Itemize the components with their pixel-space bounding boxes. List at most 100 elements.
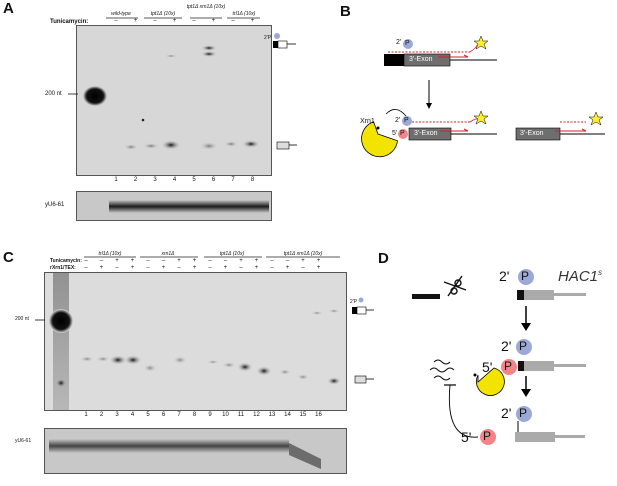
panel-d-gene-label: HAC1s: [558, 268, 602, 285]
panel-c-tunicamycin-6: –: [161, 258, 166, 264]
panel-c-lane-6: 6: [161, 412, 166, 418]
panel-a-treatment-1: –: [114, 18, 118, 24]
panel-a-letter: A: [3, 0, 14, 17]
panel-b-p-top: P: [405, 40, 410, 47]
panel-c-rxrn1-2: +: [99, 265, 104, 271]
panel-d-5prime-mid: 5': [482, 359, 493, 375]
panel-c-tunicamycin-2: –: [99, 258, 104, 264]
panel-c-rxrn1-label: rXrn1/TEX:: [50, 265, 76, 271]
panel-c-lane-8: 8: [192, 412, 197, 418]
panel-c-group-tpt1-xrn1: tpt1Δ xrn1Δ (10x): [283, 251, 323, 257]
panel-c-rxrn1-8: +: [192, 265, 197, 271]
panel-c-loading-control-label: yU6-61: [15, 438, 32, 444]
panel-c-rxrn1-16: +: [316, 265, 321, 271]
panel-c-lane-9: 9: [208, 412, 212, 418]
panel-a-lane-6: 6: [211, 177, 216, 183]
panel-d-2prime-top: 2': [499, 268, 510, 284]
panel-d-p-mid: P: [519, 339, 528, 353]
panel-c-gel: [44, 272, 347, 411]
panel-c-lane-5: 5: [146, 412, 150, 418]
panel-c-tunicamycin-15: +: [301, 258, 305, 264]
panel-c-lane-14: 14: [284, 412, 291, 418]
panel-c-rxrn1-3: –: [115, 265, 119, 271]
panel-c-lane-16: 16: [315, 412, 322, 418]
panel-b-2prime-bottom: 2': [395, 117, 401, 124]
panel-d-p-top: P: [521, 269, 530, 283]
panel-a-loading-bands: [109, 200, 269, 213]
panel-a-group-trl1: trl1Δ (10x): [232, 11, 256, 17]
panel-c-rxrn1-10: +: [223, 265, 228, 271]
panel-a-lane-2: 2: [133, 177, 138, 183]
panel-b-5p: P: [400, 130, 405, 137]
panel-b-exon-bottom-right: 3'-Exon: [520, 130, 544, 137]
panel-d-p-bottom: P: [519, 406, 528, 420]
panel-c-rxrn1-6: +: [161, 265, 166, 271]
panel-c-size-marker: 200 nt: [15, 316, 29, 322]
panel-c-rxrn1-4: +: [130, 265, 135, 271]
panel-a-2p-label: 2'P: [264, 35, 272, 41]
panel-c-lane-3: 3: [115, 412, 119, 418]
panel-a-lane-8: 8: [250, 177, 255, 183]
panel-c-tunicamycin-13: –: [270, 258, 274, 264]
panel-b-p-bottom: P: [404, 117, 409, 124]
panel-c-tunicamycin-8: +: [192, 258, 197, 264]
panel-d-2prime-bottom: 2': [501, 405, 512, 421]
panel-a-gel: [76, 25, 272, 176]
panel-c-rxrn1-12: +: [254, 265, 259, 271]
panel-c-tunicamycin-10: –: [223, 258, 228, 264]
panel-c-gel-bands: [49, 273, 341, 410]
panel-a-group-tpt1-xrn1: tpt1Δ xrn1Δ (10x): [186, 4, 226, 10]
panel-c-rxrn1-13: –: [270, 265, 274, 271]
panel-c-tunicamycin-label: Tunicamycin:: [50, 258, 82, 264]
panel-b-2prime-top: 2': [396, 39, 402, 46]
panel-a-treatment-4: +: [172, 18, 177, 24]
panel-c-tunicamycin-1: –: [84, 258, 88, 264]
panel-c-tunicamycin-3: +: [115, 258, 119, 264]
panel-c-rxrn1-7: –: [177, 265, 181, 271]
panel-c-group-tpt1: tpt1Δ (10x): [219, 251, 245, 257]
panel-a-gel-bands: [83, 45, 260, 150]
panel-a-lane-1: 1: [114, 177, 118, 183]
panel-a-lane-3: 3: [153, 177, 157, 183]
panel-a-lane-5: 5: [192, 177, 196, 183]
panel-c-tunicamycin-16: +: [316, 258, 321, 264]
panel-c-tunicamycin-12: +: [254, 258, 259, 264]
panel-c-rxrn1-5: –: [146, 265, 150, 271]
panel-c-loading-gel: [44, 428, 347, 474]
panel-c-lane-15: 15: [299, 412, 307, 418]
panel-a-tunicamycin-label: Tunicamycin:: [50, 19, 89, 25]
panel-c-tunicamycin-9: –: [208, 258, 212, 264]
panel-a-loading-control-label: yU6-61: [45, 202, 65, 208]
panel-c-tunicamycin-14: –: [285, 258, 290, 264]
panel-d-gene-name: HAC1: [558, 268, 599, 285]
panel-d-2prime-mid: 2': [501, 338, 512, 354]
panel-c-lane-10: 10: [222, 412, 229, 418]
panel-d-gene-sup: s: [598, 268, 603, 277]
panel-c-letter: C: [3, 249, 14, 266]
panel-c-rxrn1-9: –: [208, 265, 212, 271]
panel-b-exon-top: 3'-Exon: [409, 56, 433, 63]
panel-a-lane-4: 4: [172, 177, 177, 183]
panel-b-exon-bottom-left: 3'-Exon: [414, 130, 438, 137]
panel-a-treatment-2: +: [133, 18, 138, 24]
panel-a-treatment-6: +: [211, 18, 216, 24]
panel-c-lane-7: 7: [177, 412, 181, 418]
panel-a-group-wild-type: wild-type: [111, 11, 131, 17]
panel-d-letter: D: [378, 250, 389, 267]
panel-d-5prime-bottom: 5': [461, 429, 472, 445]
panel-c-lane-4: 4: [130, 412, 135, 418]
panel-a-treatment-7: –: [231, 18, 235, 24]
panel-c-tunicamycin-11: +: [239, 258, 243, 264]
panel-a-loading-gel: [76, 191, 272, 221]
panel-c-group-trl1: trl1Δ (10x): [98, 251, 122, 257]
panel-d-p-mid-red: P: [504, 359, 513, 373]
panel-c-tunicamycin-7: +: [177, 258, 181, 264]
panel-a-treatment-8: +: [250, 18, 255, 24]
